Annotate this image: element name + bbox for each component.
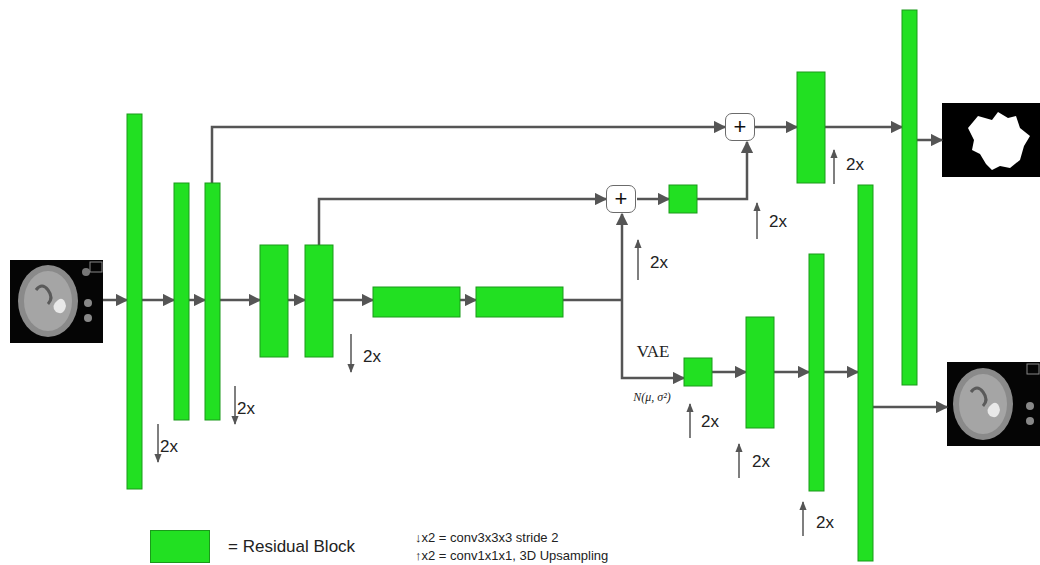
sum-symbol: + xyxy=(615,188,628,210)
operation-label: 2x xyxy=(846,156,864,175)
notation-note: ↑x2 = conv1x1x1, 3D Upsampling xyxy=(415,549,608,563)
operation-label: 2x xyxy=(701,413,719,432)
sum-node: + xyxy=(606,185,636,213)
input-mri-image xyxy=(10,260,103,343)
sum-symbol: + xyxy=(734,116,747,138)
operation-label: 2x xyxy=(650,254,668,273)
reconstructed-mri-image xyxy=(947,362,1040,446)
operation-label: 2x xyxy=(769,213,787,232)
operation-label: 2x xyxy=(237,400,255,419)
sum-node: + xyxy=(725,113,755,141)
operation-label: VAE xyxy=(637,343,670,362)
legend-text: = Residual Block xyxy=(228,538,355,557)
operation-label: N(μ, σ²) xyxy=(633,391,671,404)
operation-label: 2x xyxy=(363,348,381,367)
segmentation-mask-image xyxy=(942,103,1040,177)
legend-swatch xyxy=(150,530,210,563)
operation-label: 2x xyxy=(160,438,178,457)
scale-arrows xyxy=(158,150,834,536)
operation-label: 2x xyxy=(816,514,834,533)
notation-note: ↓x2 = conv3x3x3 stride 2 xyxy=(415,531,558,545)
residual-blocks xyxy=(127,10,917,561)
operation-label: 2x xyxy=(752,453,770,472)
